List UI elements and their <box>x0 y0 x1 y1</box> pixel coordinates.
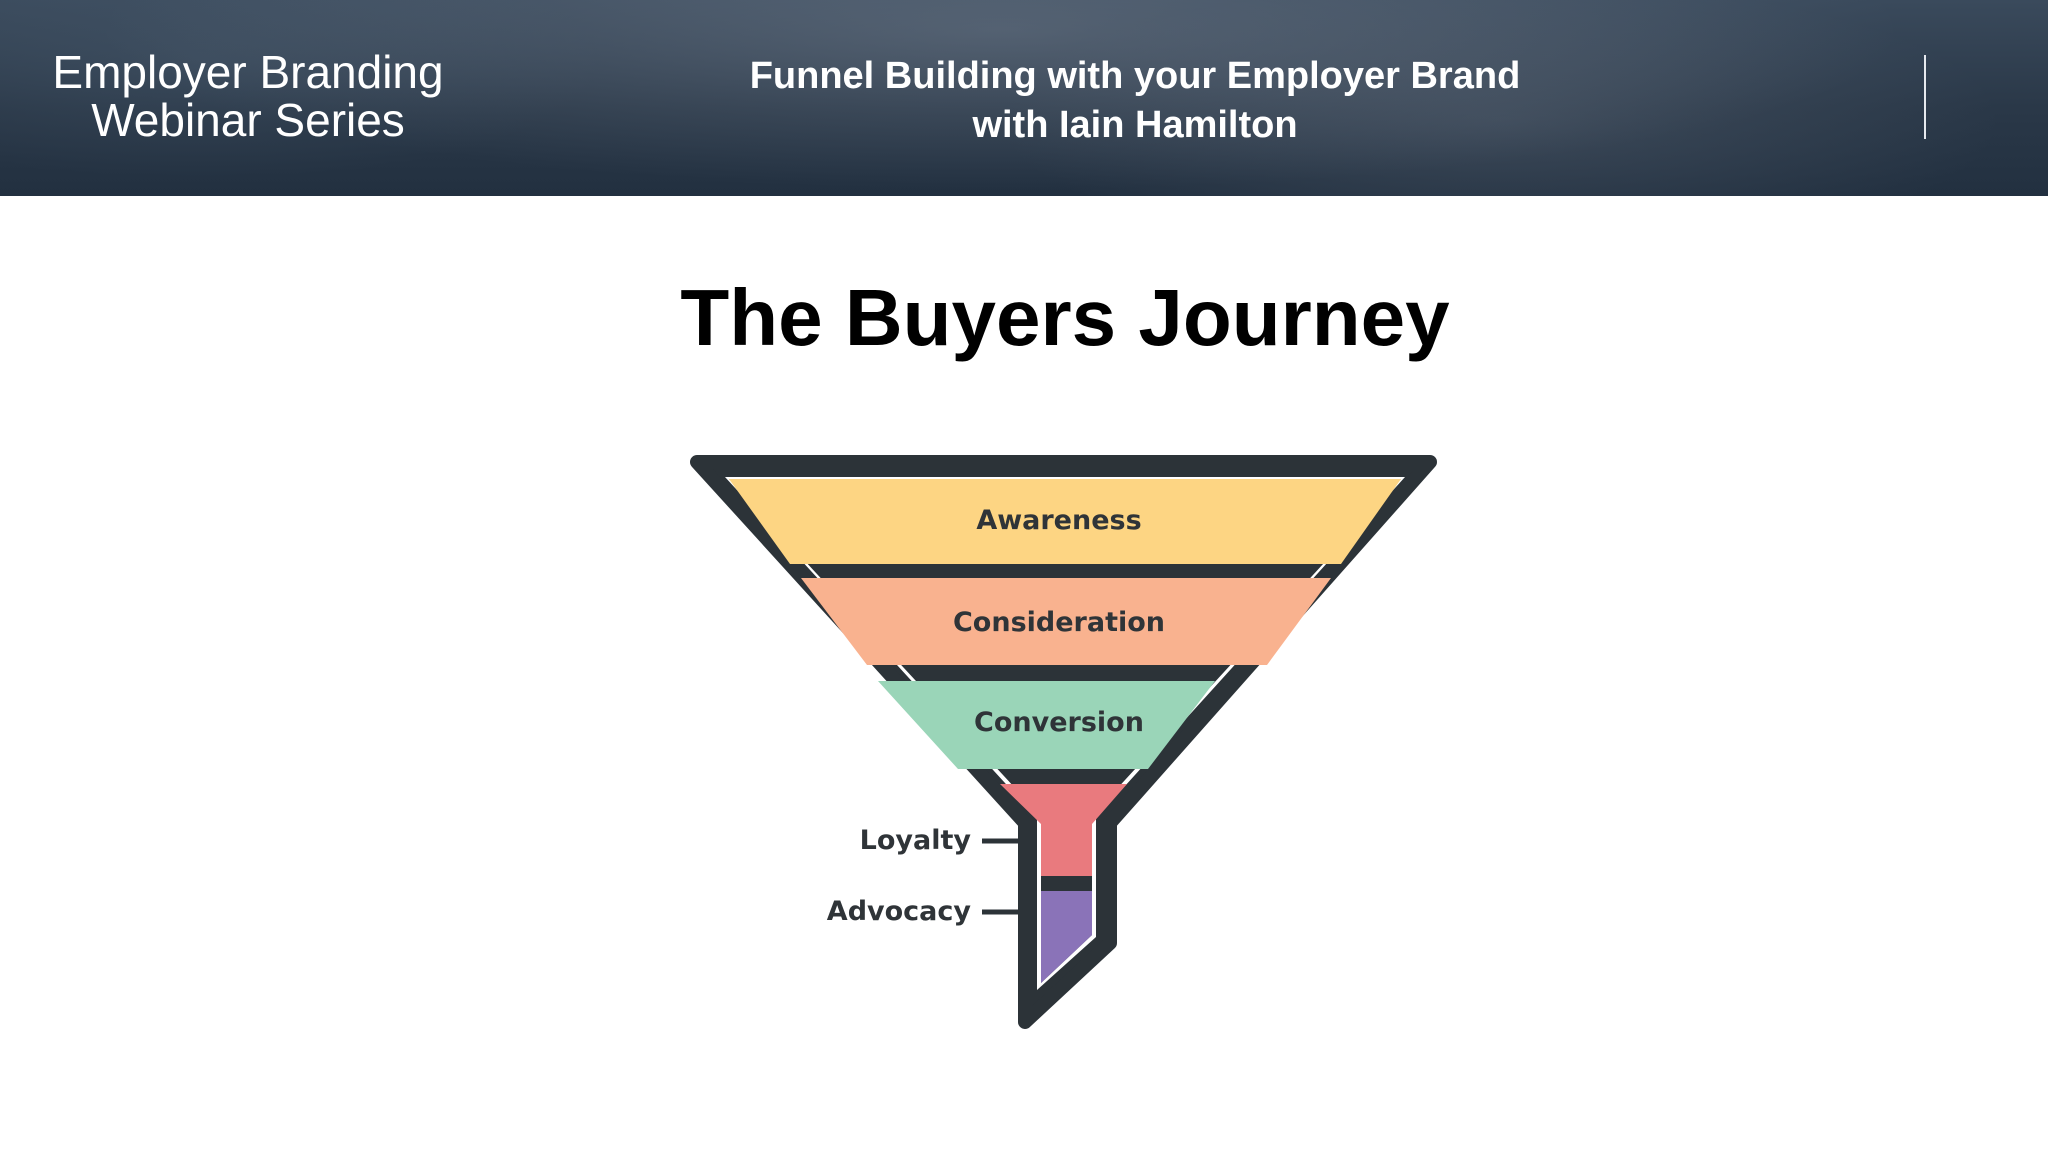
funnel-label-loyalty: Loyalty <box>860 825 972 856</box>
series-name-line1: Employer Branding <box>52 46 444 98</box>
funnel-band-loyalty <box>1000 784 1127 876</box>
header-divider <box>1924 55 1926 139</box>
header-banner: Employer Branding Webinar Series Funnel … <box>0 0 2048 196</box>
series-name: Employer Branding Webinar Series <box>18 48 478 144</box>
webinar-title-line2: with Iain Hamilton <box>972 104 1298 146</box>
funnel-label-conversion: Conversion <box>974 707 1144 738</box>
webinar-title-line1: Funnel Building with your Employer Brand <box>749 55 1521 97</box>
funnel-diagram: Awareness Consideration Conversion Loyal… <box>690 455 1437 1029</box>
series-name-line2: Webinar Series <box>91 94 405 146</box>
funnel-label-consideration: Consideration <box>953 607 1165 638</box>
funnel-band-conversion <box>878 681 1215 769</box>
funnel-band-advocacy <box>1041 891 1092 983</box>
slide-title: The Buyers Journey <box>680 273 1450 362</box>
funnel-band-awareness <box>729 479 1401 564</box>
webinar-title: Funnel Building with your Employer Brand… <box>560 52 1710 150</box>
funnel-label-awareness: Awareness <box>976 505 1141 536</box>
funnel-band-consideration <box>801 578 1331 665</box>
funnel-label-advocacy: Advocacy <box>827 896 972 927</box>
